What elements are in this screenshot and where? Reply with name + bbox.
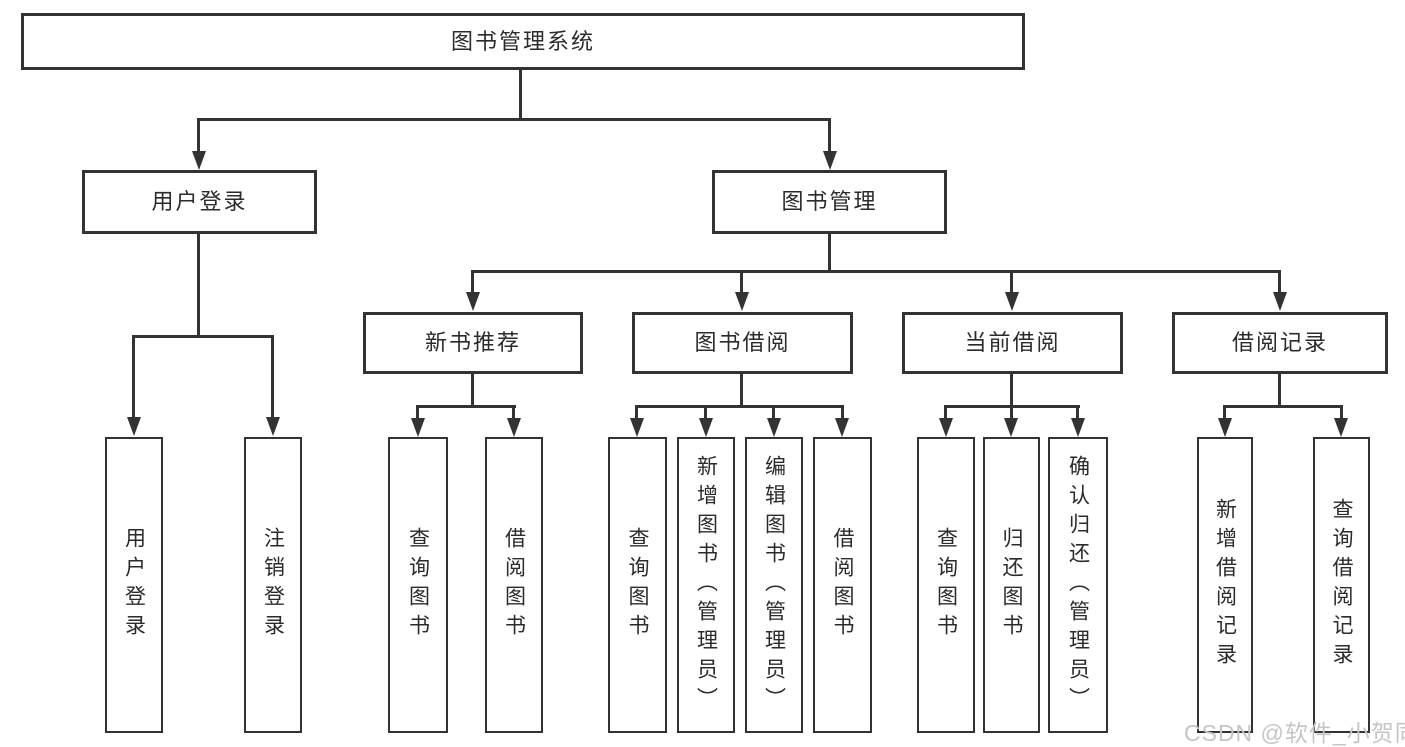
- connector: [772, 405, 775, 419]
- connector: [1278, 374, 1281, 408]
- node-user-login: 用户登录: [82, 170, 317, 234]
- leaf-return-books: 归还图书: [983, 437, 1040, 733]
- connector: [197, 118, 200, 153]
- arrowhead-down: [507, 418, 521, 437]
- node-library-management-system: 图书管理系统: [21, 13, 1025, 70]
- connector: [471, 270, 474, 294]
- connector: [132, 335, 274, 338]
- arrowhead-down: [466, 292, 480, 311]
- node-label: 新书推荐: [424, 330, 521, 355]
- leaf-label: 查询借阅记录: [1330, 498, 1353, 672]
- node-borrowing-records: 借阅记录: [1172, 312, 1388, 374]
- node-label: 当前借阅: [964, 330, 1061, 355]
- connector: [197, 118, 831, 121]
- connector: [740, 270, 743, 294]
- node-book-management: 图书管理: [712, 170, 947, 234]
- leaf-user-login: 用户登录: [105, 437, 163, 733]
- node-label: 用户登录: [151, 189, 248, 214]
- leaf-label: 借阅图书: [831, 527, 854, 643]
- leaf-edit-book-admin: 编辑图书（管理员）: [745, 437, 803, 733]
- node-label: 借阅记录: [1231, 330, 1328, 355]
- leaf-label: 注销登录: [261, 527, 285, 643]
- arrowhead-down: [767, 418, 781, 437]
- csdn-watermark: CSDN @软件_小贺同学: [1184, 720, 1405, 746]
- connector: [519, 70, 522, 119]
- leaf-label: 确认归还（管理员）: [1066, 454, 1090, 716]
- arrowhead-down: [411, 418, 425, 437]
- leaf-confirm-return-admin: 确认归还（管理员）: [1048, 437, 1108, 733]
- connector: [635, 405, 638, 419]
- connector: [1278, 270, 1281, 294]
- connector: [1010, 270, 1013, 294]
- arrowhead-down: [192, 151, 206, 170]
- connector: [271, 335, 274, 419]
- connector: [944, 405, 947, 419]
- leaf-query-borrow-record: 查询借阅记录: [1313, 437, 1370, 733]
- connector: [1340, 405, 1343, 419]
- connector: [841, 405, 844, 419]
- connector: [740, 374, 743, 408]
- connector: [828, 118, 831, 153]
- arrowhead-down: [266, 417, 280, 436]
- leaf-label: 新增借阅记录: [1213, 498, 1237, 672]
- leaf-label: 借阅图书: [502, 527, 526, 643]
- leaf-label: 归还图书: [1000, 527, 1023, 643]
- leaf-label: 用户登录: [122, 527, 146, 643]
- connector: [512, 405, 515, 419]
- arrowhead-down: [1218, 418, 1232, 437]
- arrowhead-down: [1004, 418, 1018, 437]
- connector: [471, 270, 1281, 273]
- arrowhead-down: [127, 417, 141, 436]
- leaf-add-borrow-record: 新增借阅记录: [1197, 437, 1253, 733]
- connector: [1223, 405, 1226, 419]
- arrowhead-down: [835, 418, 849, 437]
- node-new-book-recommendation: 新书推荐: [363, 312, 583, 374]
- arrowhead-down: [1334, 418, 1348, 437]
- connector: [417, 405, 516, 408]
- connector: [132, 335, 135, 419]
- connector: [1010, 374, 1013, 408]
- arrowhead-down: [735, 292, 749, 311]
- arrowhead-down: [699, 418, 713, 437]
- arrowhead-down: [1071, 418, 1085, 437]
- leaf-query-books-current: 查询图书: [917, 437, 975, 733]
- arrowhead-down: [630, 418, 644, 437]
- node-current-borrowing: 当前借阅: [902, 312, 1123, 374]
- connector: [704, 405, 707, 419]
- connector: [1224, 405, 1343, 408]
- leaf-label: 查询图书: [934, 527, 958, 643]
- connector: [828, 234, 831, 272]
- leaf-query-books-recommend: 查询图书: [388, 437, 448, 733]
- leaf-label: 查询图书: [406, 527, 430, 643]
- leaf-label: 查询图书: [626, 527, 649, 643]
- leaf-borrow-books-recommend: 借阅图书: [485, 437, 543, 733]
- connector: [416, 405, 419, 419]
- connector: [197, 234, 200, 337]
- leaf-add-book-admin: 新增图书（管理员）: [677, 437, 735, 733]
- arrowhead-down: [823, 151, 837, 170]
- arrowhead-down: [939, 418, 953, 437]
- connector: [1010, 405, 1013, 419]
- node-label: 图书借阅: [694, 330, 791, 355]
- leaf-logout: 注销登录: [244, 437, 302, 733]
- node-label: 图书管理系统: [450, 28, 595, 54]
- leaf-query-books-borrowing: 查询图书: [608, 437, 667, 733]
- leaf-label: 编辑图书（管理员）: [762, 454, 786, 716]
- leaf-borrow-books-borrowing: 借阅图书: [813, 437, 872, 733]
- node-book-borrowing: 图书借阅: [632, 312, 853, 374]
- connector: [1076, 405, 1079, 419]
- arrowhead-down: [1273, 292, 1287, 311]
- node-label: 图书管理: [781, 189, 878, 214]
- connector: [471, 374, 474, 408]
- connector: [636, 405, 844, 408]
- leaf-label: 新增图书（管理员）: [694, 454, 718, 716]
- arrowhead-down: [1005, 292, 1019, 311]
